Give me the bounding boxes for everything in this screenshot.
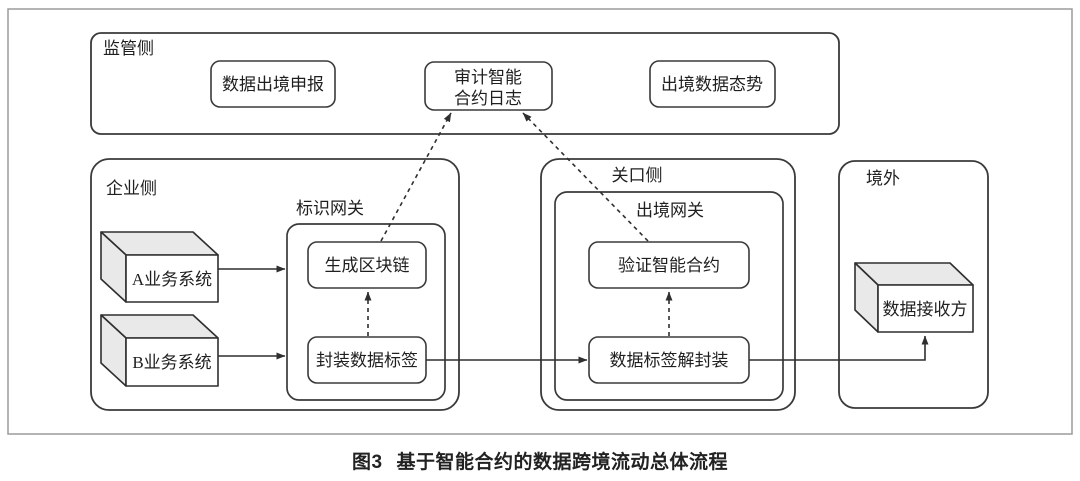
overseas-region-label: 境外 — [866, 169, 900, 188]
figure-caption: 图3 基于智能合约的数据跨境流动总体流程 — [0, 447, 1080, 474]
declaration-node — [210, 60, 336, 108]
exit-gateway-label: 出境网关 — [636, 201, 704, 220]
system-b-label: B业务系统 — [132, 353, 211, 372]
situation-node-label: 出境数据态势 — [661, 75, 763, 94]
verify-contract-node — [588, 241, 750, 289]
checkpoint-region-label: 关口侧 — [612, 166, 663, 185]
verify-contract-label: 验证智能合约 — [618, 256, 720, 275]
system-a-cuboid — [100, 231, 219, 303]
caption-title: 基于智能合约的数据跨境流动总体流程 — [396, 452, 729, 473]
caption-label: 图3 — [351, 452, 383, 473]
encapsulate-label: 封装数据标签 — [316, 351, 418, 370]
dashed-arrow-generate-to-audit-log — [380, 112, 452, 242]
system-a-label: A业务系统 — [132, 270, 212, 289]
regulator-region-label: 监管侧 — [103, 39, 154, 58]
system-a-cuboid-front-face — [125, 254, 219, 303]
generate-blockchain-label: 生成区块链 — [325, 256, 410, 275]
system-b-cuboid — [100, 314, 219, 387]
enterprise-region-label: 企业侧 — [106, 179, 157, 198]
audit-log-node — [424, 61, 553, 111]
receiver-label: 数据接收方 — [883, 300, 968, 319]
dashed-arrow-verify-to-audit-log — [522, 112, 649, 242]
identity-gateway-label: 标识网关 — [296, 199, 364, 218]
audit-log-node-label-line1: 审计智能 — [454, 68, 522, 87]
generate-blockchain-node — [307, 241, 427, 289]
receiver-cuboid-front-face — [877, 284, 974, 333]
diagram-canvas: 监管侧 数据出境申报 审计智能 合约日志 出境数据态势 企业侧 A业务系统 B业… — [7, 8, 1073, 435]
arrow-decapsulate-to-receiver — [749, 335, 929, 361]
situation-node — [649, 60, 776, 108]
audit-log-node-label-line2: 合约日志 — [454, 89, 522, 108]
system-b-cuboid-front-face — [125, 337, 219, 387]
receiver-cuboid — [854, 262, 974, 333]
declaration-node-label: 数据出境申报 — [222, 75, 324, 94]
decapsulate-label: 数据标签解封装 — [610, 351, 729, 370]
